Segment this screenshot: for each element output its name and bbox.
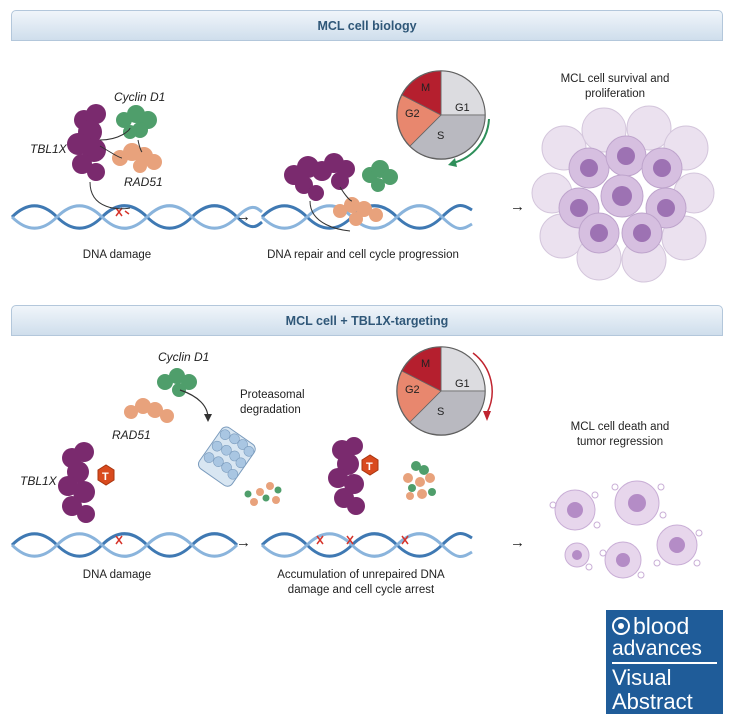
label-rad51-bottom: RAD51	[112, 428, 151, 442]
label-proteasomal-degradation: Proteasomal degradation	[240, 389, 305, 416]
drug-label-middle: T	[366, 461, 373, 473]
progression-arrow	[452, 118, 490, 164]
cell-cycle-diagram-top: M G1 S G2	[396, 70, 490, 167]
logo-line-3: Visual	[612, 662, 717, 690]
proteasome-icon	[179, 389, 282, 506]
protein-complex-top	[67, 104, 162, 210]
phase-s-segment	[409, 114, 486, 160]
logo-line-1: blood	[612, 614, 717, 638]
label-m-bottom: M	[421, 358, 430, 370]
cell-cycle-diagram-bottom: M G1 S G2	[396, 346, 493, 436]
logo-line-2: advances	[612, 637, 702, 660]
dna-helix-top-middle	[260, 204, 473, 230]
arrow-top-2: →	[510, 198, 525, 215]
logo-mark-icon	[612, 617, 630, 635]
protein-complex-repair	[284, 153, 398, 232]
label-dna-repair: DNA repair and cell cycle progression	[267, 249, 459, 261]
panel-header-biology: MCL cell biology	[11, 10, 723, 41]
cyclin-d1-free	[157, 368, 197, 397]
label-cyclin-d1-bottom: Cyclin D1	[158, 350, 210, 364]
tbl1x-with-inhibitor: T	[58, 442, 115, 523]
cell-cluster-proliferating	[531, 105, 715, 283]
arrow-bottom-1: →	[236, 534, 251, 551]
arrest-arrow	[472, 352, 493, 414]
label-survival: MCL cell survival and proliferation	[560, 73, 670, 100]
blood-advances-logo: blood advances Visual Abstract	[606, 610, 723, 714]
label-tbl1x-bottom: TBL1X	[20, 474, 57, 488]
dna-helix-bottom-left	[10, 532, 239, 558]
rad51-protein	[112, 143, 162, 173]
cell-nuclei	[570, 147, 675, 242]
label-m-top: M	[421, 82, 430, 94]
label-dna-damage-top: DNA damage	[82, 249, 152, 261]
arrow-bottom-2: →	[510, 534, 525, 551]
dna-strands	[10, 204, 263, 230]
label-g2-top: G2	[405, 108, 420, 120]
drug-label: T	[102, 471, 109, 483]
logo-line-4: Abstract	[612, 689, 693, 714]
panel-header-targeting: MCL cell + TBL1X-targeting	[11, 305, 723, 336]
apoptotic-cells	[549, 480, 703, 579]
label-g1-top: G1	[455, 102, 470, 114]
label-g1-bottom: G1	[455, 378, 470, 390]
phase-g1-segment	[440, 70, 486, 116]
phase-m-segment	[401, 70, 442, 116]
label-g2-bottom: G2	[405, 384, 420, 396]
dna-helix-bottom-middle	[260, 532, 473, 558]
phase-g2-segment	[396, 94, 442, 147]
label-s-bottom: S	[437, 406, 444, 418]
linker-lines	[89, 127, 143, 210]
label-dna-damage-bottom: DNA damage	[82, 569, 152, 581]
label-accumulation: Accumulation of unrepaired DNA damage an…	[277, 569, 445, 596]
tbl1x-inhibited-middle: T	[328, 437, 436, 515]
drug-hexagon	[97, 464, 115, 486]
label-rad51-top: RAD51	[124, 175, 163, 189]
label-cyclin-d1-top: Cyclin D1	[114, 90, 166, 104]
tbl1x-protein	[67, 104, 106, 181]
label-s-top: S	[437, 130, 444, 142]
label-tbl1x-top: TBL1X	[30, 142, 67, 156]
arrow-top-1: →	[236, 208, 251, 225]
cyclin-d1-protein	[116, 105, 157, 139]
rad51-free	[124, 398, 174, 423]
label-cell-death: MCL cell death and tumor regression	[570, 421, 670, 448]
